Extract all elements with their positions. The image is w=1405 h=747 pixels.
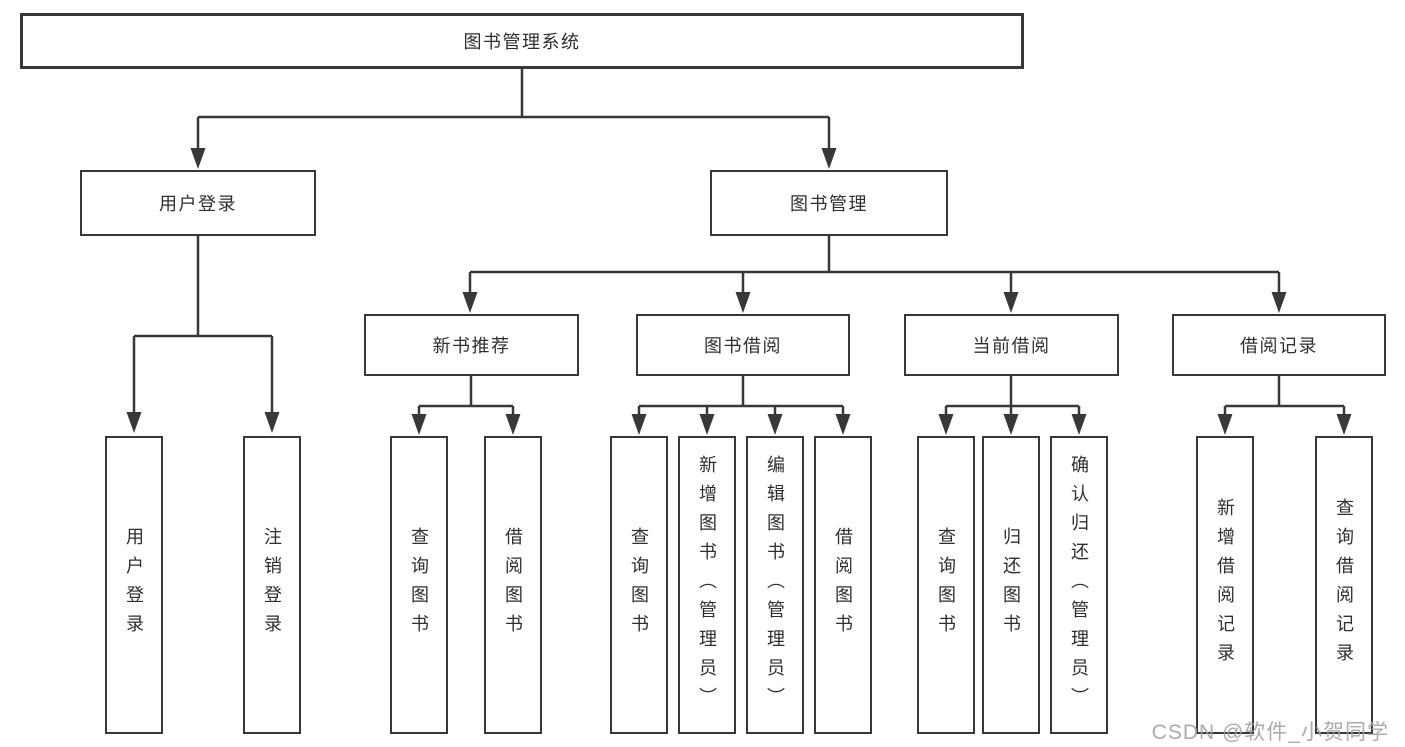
node-label: 图书管理	[790, 194, 868, 214]
leaf-label: 借阅图书	[833, 527, 853, 643]
leaf-add-book-admin: 新增图书（管理员）	[678, 436, 736, 734]
leaf-user-login: 用户登录	[105, 436, 163, 734]
node-library-management-system: 图书管理系统	[20, 13, 1024, 69]
node-book-management: 图书管理	[710, 170, 948, 236]
leaf-query-book-borrow: 查询图书	[610, 436, 668, 734]
leaf-edit-book-admin: 编辑图书（管理员）	[746, 436, 804, 734]
leaf-confirm-return-admin: 确认归还（管理员）	[1050, 436, 1108, 734]
leaf-add-borrow-record: 新增借阅记录	[1196, 436, 1254, 734]
node-label: 借阅记录	[1240, 336, 1318, 356]
node-label: 当前借阅	[972, 336, 1051, 356]
leaf-label: 借阅图书	[503, 527, 523, 643]
node-label: 新书推荐	[432, 336, 511, 356]
leaf-borrow-book-recommend: 借阅图书	[484, 436, 542, 734]
leaf-label: 查询图书	[936, 527, 956, 643]
leaf-label: 查询图书	[409, 527, 429, 643]
node-user-login: 用户登录	[80, 170, 316, 236]
node-label: 用户登录	[159, 194, 237, 214]
node-current-borrow: 当前借阅	[904, 314, 1119, 376]
node-book-borrow: 图书借阅	[636, 314, 850, 376]
leaf-label: 编辑图书（管理员）	[765, 454, 785, 716]
leaf-label: 查询借阅记录	[1334, 498, 1354, 672]
leaf-borrow-book: 借阅图书	[814, 436, 872, 734]
node-label: 图书管理系统	[463, 32, 581, 52]
leaf-label: 新增借阅记录	[1215, 498, 1235, 672]
leaf-query-book-recommend: 查询图书	[390, 436, 448, 734]
leaf-label: 查询图书	[629, 527, 649, 643]
leaf-logout: 注销登录	[243, 436, 301, 734]
leaf-label: 归还图书	[1001, 527, 1021, 643]
node-label: 图书借阅	[704, 336, 782, 356]
node-borrow-records: 借阅记录	[1172, 314, 1386, 376]
leaf-label: 用户登录	[124, 527, 144, 643]
leaf-label: 注销登录	[262, 527, 282, 643]
leaf-query-book-current: 查询图书	[917, 436, 975, 734]
leaf-query-borrow-record: 查询借阅记录	[1315, 436, 1373, 734]
csdn-watermark: CSDN @软件_小贺同学	[1151, 721, 1389, 744]
leaf-return-book: 归还图书	[982, 436, 1040, 734]
leaf-label: 确认归还（管理员）	[1069, 454, 1089, 716]
node-new-book-recommend: 新书推荐	[364, 314, 579, 376]
leaf-label: 新增图书（管理员）	[697, 454, 717, 716]
